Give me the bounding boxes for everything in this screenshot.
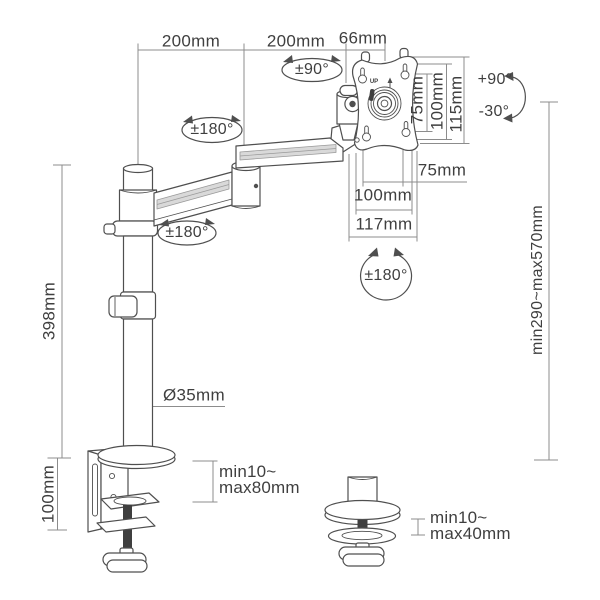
- rot-arm-upper-label: ±180°: [190, 121, 234, 138]
- vesa-h75-label: 75mm: [417, 160, 467, 180]
- vesa-up-label: UP: [369, 79, 379, 85]
- tilt-arc-icon: [510, 76, 526, 119]
- articulating-arms: [153, 84, 362, 227]
- vesa-h100-label: 100mm: [353, 185, 413, 205]
- clamp-range-line1: min10~: [219, 462, 277, 481]
- dim-top-left-label: 200mm: [161, 31, 221, 51]
- rot-vesa-label: ±180°: [364, 267, 408, 284]
- grommet-range-line2: max40mm: [430, 523, 511, 543]
- grommet-range-label: min10~ max40mm: [430, 508, 511, 543]
- vesa-v115-label: 115mm: [446, 75, 466, 133]
- up-arrow-icon: [387, 77, 393, 83]
- clamp-height-label: 100mm: [38, 464, 58, 524]
- vesa-v100-label: 100mm: [427, 71, 447, 131]
- vesa-v75-label: 75mm: [407, 75, 427, 125]
- rot-head-label: ±90°: [294, 61, 330, 78]
- desk-clamp: [87, 444, 176, 573]
- rotation-arrows: [157, 55, 526, 301]
- vesa-h117-label: 117mm: [355, 214, 413, 234]
- clamp-range-line2: max80mm: [219, 477, 300, 497]
- swivel-180-upper-ellipse-icon: [181, 116, 243, 144]
- grommet-mount: [324, 476, 401, 567]
- swivel-90-ellipse-icon: [281, 57, 343, 83]
- vesa-rotate-180-circle-icon: [360, 254, 413, 301]
- dim-top-mid-label: 200mm: [266, 31, 326, 51]
- vesa-plate: [351, 47, 419, 152]
- pole-height-label: 398mm: [39, 281, 59, 341]
- rot-arm-lower-label: ±180°: [165, 224, 209, 241]
- height-range-label: min290~max570mm: [529, 205, 546, 355]
- dim-top-right-label: 66mm: [338, 28, 388, 48]
- pole-diameter-label: Ø35mm: [163, 385, 225, 405]
- dimension-lines: [47, 43, 558, 536]
- pole: [103, 163, 159, 448]
- grommet-range-line1: min10~: [430, 508, 488, 527]
- tilt-up-label: +90°: [477, 71, 513, 88]
- tilt-down-label: -30°: [478, 103, 510, 120]
- clamp-range-label: min10~ max80mm: [219, 462, 300, 497]
- swivel-180-lower-ellipse-icon: [157, 220, 217, 246]
